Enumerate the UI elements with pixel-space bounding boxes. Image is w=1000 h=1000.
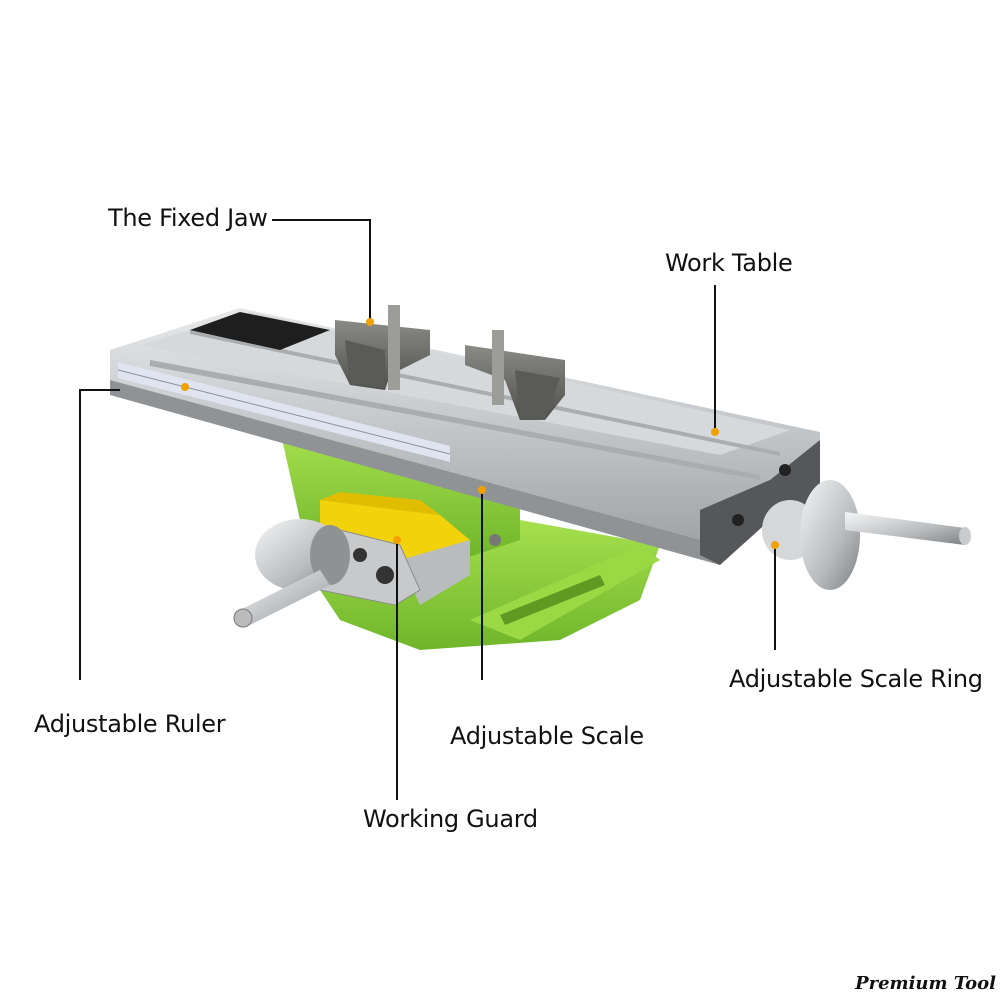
marker-dots bbox=[181, 318, 779, 549]
callout-fixed-jaw: The Fixed Jaw bbox=[108, 204, 268, 232]
callout-adjustable-scale-ring: Adjustable Scale Ring bbox=[729, 665, 983, 693]
watermark: Premium Tool bbox=[855, 973, 996, 994]
callout-working-guard: Working Guard bbox=[363, 805, 538, 833]
front-crank-handle bbox=[233, 519, 421, 628]
fixed-jaw-right bbox=[465, 330, 565, 420]
callout-work-table: Work Table bbox=[665, 249, 793, 277]
leader-lines bbox=[79, 219, 776, 800]
callout-adjustable-scale: Adjustable Scale bbox=[450, 722, 644, 750]
callout-adjustable-ruler: Adjustable Ruler bbox=[34, 710, 226, 738]
ruler-scale bbox=[117, 362, 451, 462]
side-crank-handle bbox=[762, 480, 971, 590]
work-table bbox=[110, 308, 820, 565]
fixed-jaw-left bbox=[335, 305, 430, 390]
